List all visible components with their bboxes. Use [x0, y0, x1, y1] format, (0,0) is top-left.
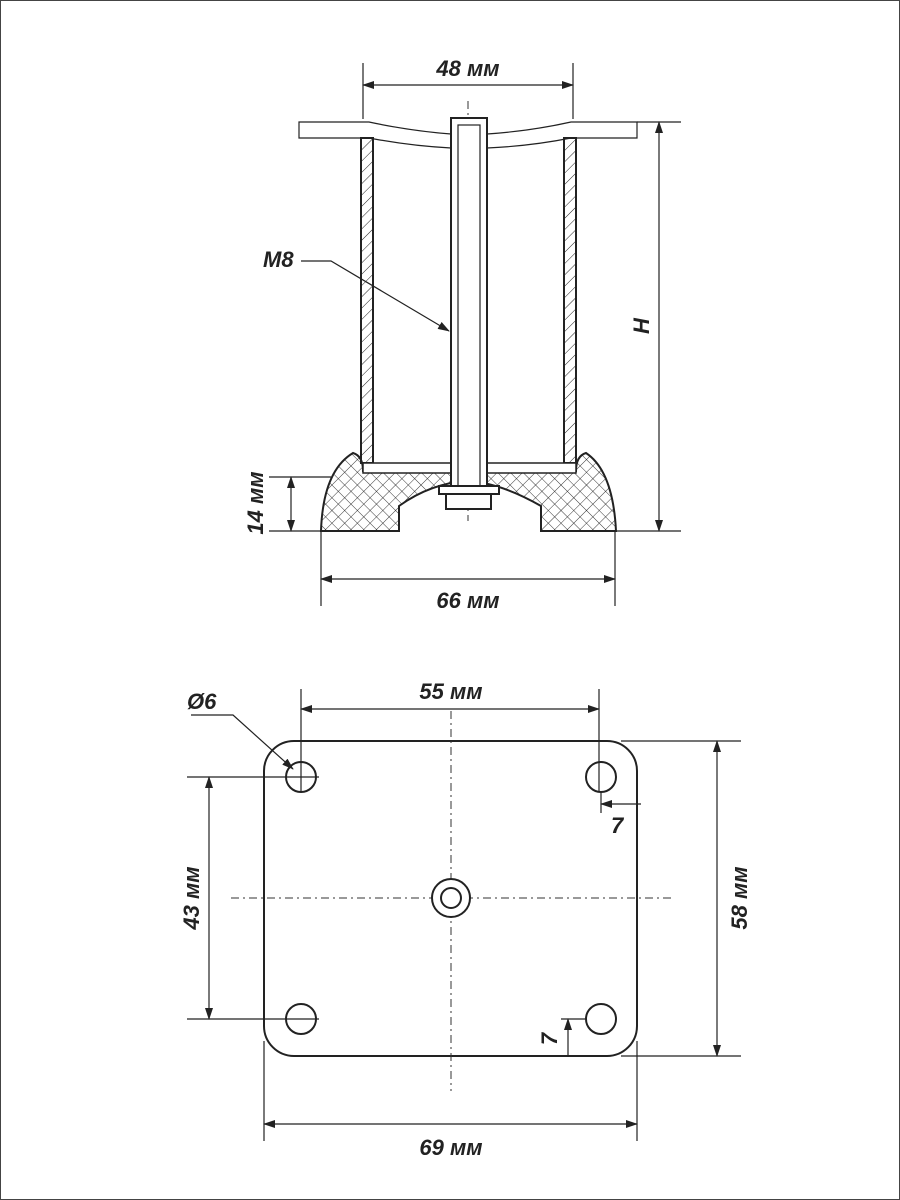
- mounting-hole: [585, 1003, 617, 1035]
- tube-wall-left: [360, 137, 374, 464]
- hole-diameter-leader: [191, 714, 294, 770]
- thread-leader: [301, 260, 450, 332]
- center-hole-inner: [440, 887, 462, 909]
- dim-plate-width-label: 69 мм: [419, 1135, 482, 1160]
- nut: [445, 493, 492, 510]
- flange-left: [298, 121, 452, 149]
- dim-plate-height-label: 58 мм: [727, 866, 752, 929]
- side-view: 48 мм H 14 мм 66 мм M8: [243, 56, 681, 613]
- washer: [438, 485, 500, 495]
- plate-view: 55 мм 43 мм 58 мм 69 мм Ø6 7 7: [179, 679, 752, 1160]
- threaded-rod: [450, 117, 488, 492]
- dim-hole-offset-y-label: 7: [537, 1031, 562, 1045]
- dim-height-label: H: [629, 317, 654, 334]
- dim-hole-offset-x-label: 7: [611, 813, 625, 838]
- mounting-hole: [585, 761, 617, 793]
- thread-label: M8: [263, 247, 294, 272]
- dim-hole-spacing-y-label: 43 мм: [179, 866, 204, 930]
- tube-wall-right: [563, 137, 577, 464]
- hole-diameter-label: Ø6: [187, 689, 217, 714]
- flange-right: [486, 121, 638, 149]
- dim-top-width-label: 48 мм: [435, 56, 499, 81]
- dim-base-width-label: 66 мм: [436, 588, 499, 613]
- dim-base-height-label: 14 мм: [243, 471, 268, 534]
- dim-hole-spacing-x-label: 55 мм: [419, 679, 482, 704]
